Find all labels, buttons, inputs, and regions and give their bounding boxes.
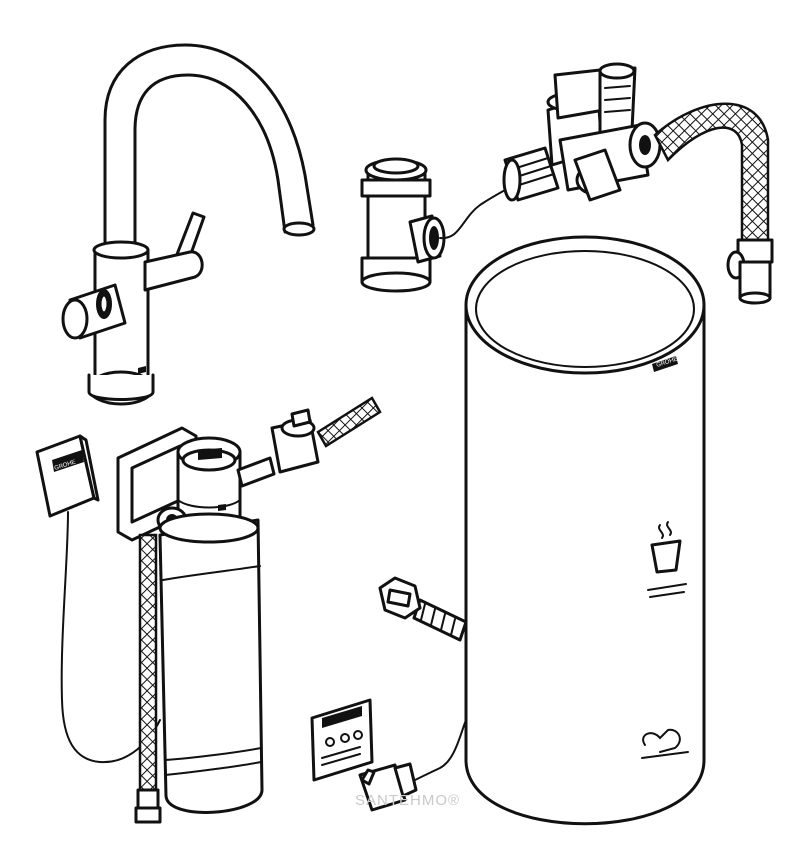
filter-cartridge	[134, 512, 264, 824]
tap-spout	[103, 43, 315, 264]
boiler-tank: GROHE	[404, 235, 706, 826]
inlet-hose-fitting	[378, 576, 468, 642]
braided-hose	[653, 102, 770, 242]
wall-display-box: GROHE	[35, 434, 161, 764]
power-plug	[358, 762, 418, 812]
mixer-tap	[61, 43, 316, 406]
tank-lid	[464, 235, 706, 375]
tank-logo-icon	[641, 728, 689, 759]
tank-body	[464, 303, 706, 826]
watermark: SANTEHMO®	[355, 792, 461, 809]
filter-head	[116, 396, 382, 542]
instruction-sticker	[310, 698, 374, 782]
spout-outlet	[282, 221, 316, 237]
filter-side-hose	[138, 533, 158, 792]
t-piece	[360, 157, 521, 293]
safety-valve-group	[502, 62, 774, 305]
hot-water-cup-icon	[647, 521, 687, 598]
